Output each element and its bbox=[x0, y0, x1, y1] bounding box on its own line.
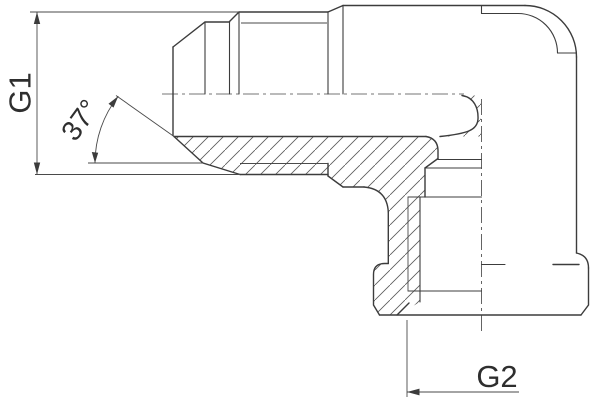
elbow-inner-arc bbox=[517, 12, 559, 54]
body-step-chamfer-bottom bbox=[327, 175, 344, 188]
hatch-region-arm-and-leg bbox=[174, 136, 438, 315]
g1-arrow-down bbox=[33, 162, 41, 175]
body-step-chamfer bbox=[327, 4, 344, 13]
flange-right-outline bbox=[580, 267, 590, 316]
angle-arrow-lower bbox=[91, 152, 99, 163]
g1-label: G1 bbox=[3, 72, 38, 113]
angle-arc bbox=[94, 95, 119, 164]
fitting-outline-section bbox=[173, 94, 590, 316]
hatch-region-bore-corner bbox=[440, 95, 481, 137]
g1-dimension bbox=[30, 11, 240, 175]
g2-label: G2 bbox=[476, 359, 517, 394]
port-opening-chamfer bbox=[396, 302, 410, 316]
flange-right-corner bbox=[575, 252, 590, 269]
fitting-outline-external bbox=[172, 4, 578, 254]
g2-dimension bbox=[406, 320, 519, 397]
counterbore-chamfer bbox=[424, 157, 439, 169]
bore-corner-fillet bbox=[425, 135, 439, 160]
section-hatching bbox=[174, 95, 481, 315]
thread-thin-lines bbox=[240, 22, 409, 291]
bore-heel-curve bbox=[439, 94, 479, 138]
flange-left-outline bbox=[372, 262, 389, 316]
elbow-outer-arc bbox=[524, 4, 578, 58]
angle-flank-line bbox=[115, 95, 175, 137]
g1-arrow-up bbox=[33, 12, 41, 24]
thread-lead-chamfer bbox=[228, 11, 240, 23]
g2-arrow-left bbox=[407, 388, 420, 396]
angle-annotation bbox=[88, 95, 203, 164]
body-leg-fillet bbox=[363, 186, 389, 213]
centerlines bbox=[162, 93, 482, 331]
angle-arrow-upper bbox=[108, 96, 119, 108]
male-end-chamfer-top bbox=[172, 21, 231, 48]
